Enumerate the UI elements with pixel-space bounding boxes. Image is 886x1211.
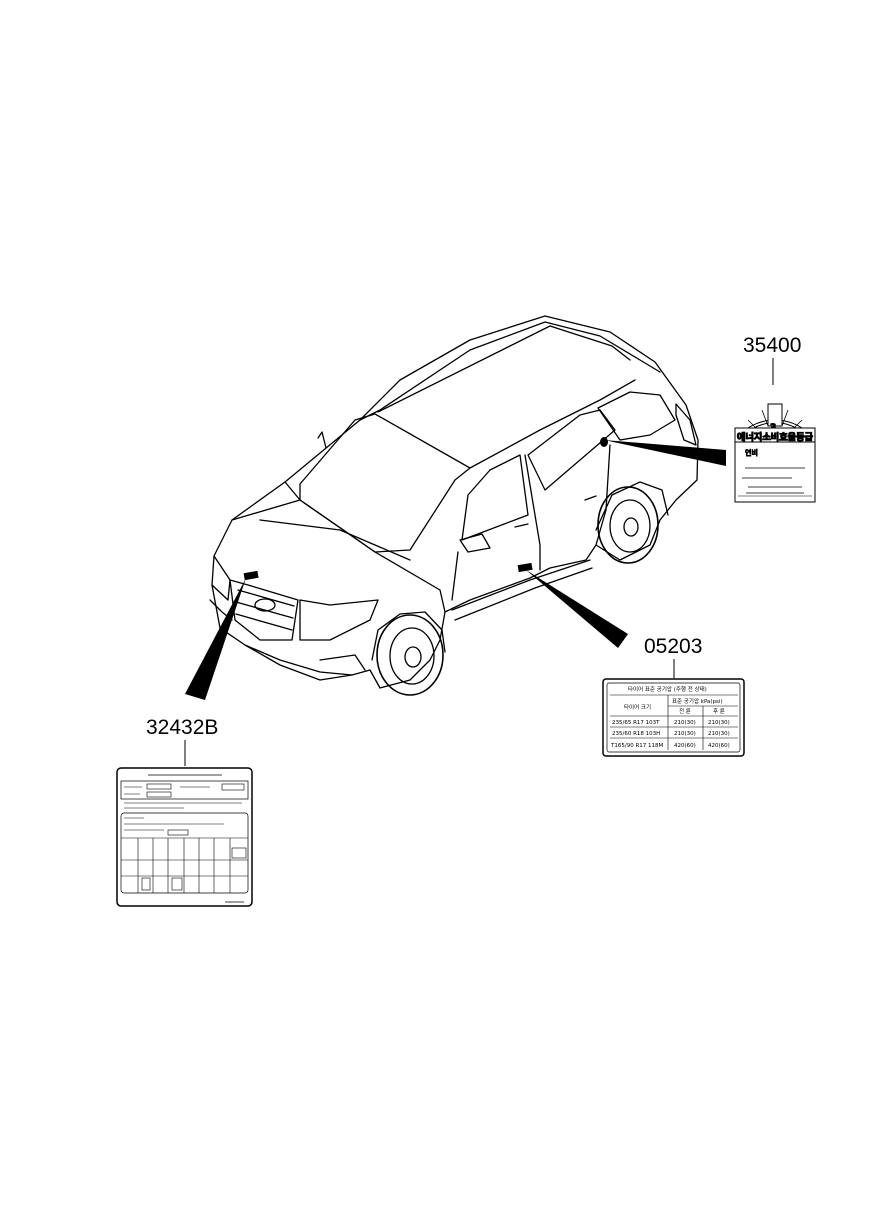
- fuel-economy-label: 연비: [745, 448, 758, 457]
- leader-wedges: [185, 440, 726, 700]
- tire-col-rear: 후 륜: [713, 708, 725, 715]
- tire-col-pressure: 표준 공기압 kPa(psi): [672, 697, 723, 705]
- energy-label-title: 에너지소비효율등급: [737, 431, 814, 443]
- tire-pressure-label: 타이어 표준 공기압 (주행 전 상태) 타이어 크기 표준 공기압 kPa(p…: [602, 678, 745, 757]
- vehicle-illustration: [209, 315, 699, 696]
- tire-row-front: 210(30): [674, 720, 696, 726]
- tire-row-front: 420(60): [674, 743, 696, 749]
- leader-35400: [604, 440, 726, 466]
- tire-label-title: 타이어 표준 공기압 (주행 전 상태): [628, 685, 707, 693]
- energy-efficiency-label: 3 에너지소비효율등급 연비: [734, 403, 816, 503]
- tire-col-size: 타이어 크기: [624, 703, 651, 711]
- tire-row-rear: 420(60): [708, 743, 730, 749]
- leader-32432b: [185, 578, 246, 700]
- callout-05203: 05203: [644, 635, 702, 658]
- emission-control-label: [116, 767, 253, 907]
- callout-32432b: 32432B: [146, 716, 218, 739]
- leader-05203: [526, 570, 628, 648]
- tire-row-size: 235/60 R18 103H: [612, 731, 660, 737]
- callout-35400: 35400: [743, 334, 801, 357]
- tire-col-front: 전 륜: [679, 707, 691, 715]
- tire-row-rear: 210(30): [708, 731, 730, 737]
- tire-row-size: 235/65 R17 103T: [612, 720, 660, 726]
- tire-row-size: T165/90 R17 118M: [610, 743, 664, 749]
- tire-row-front: 210(30): [674, 731, 696, 737]
- tire-row-rear: 210(30): [708, 720, 730, 726]
